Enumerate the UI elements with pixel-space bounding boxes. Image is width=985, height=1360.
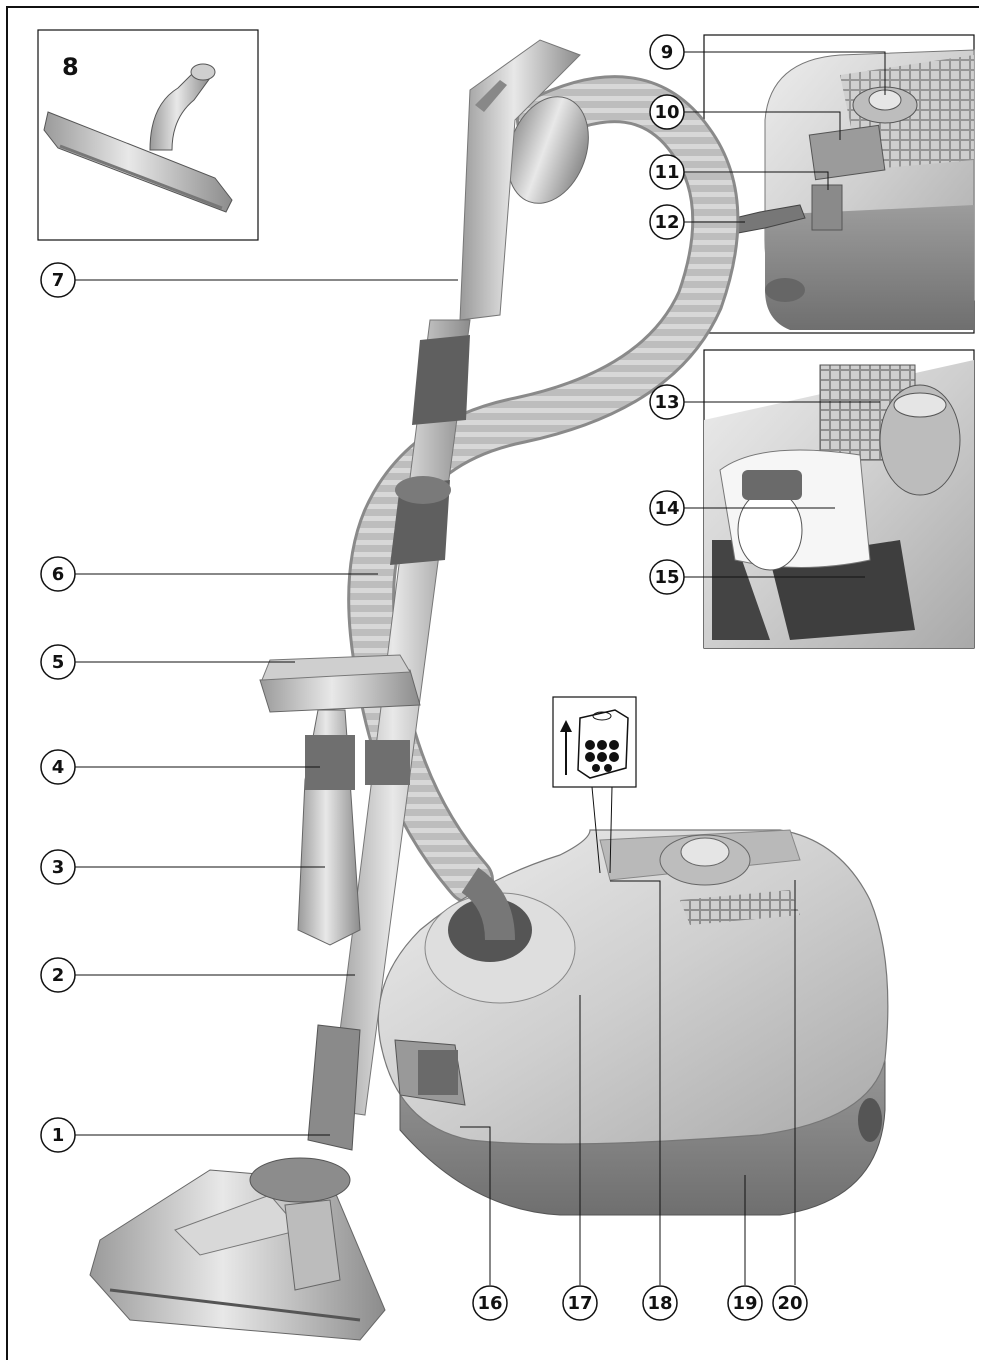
callout-4: 4 — [40, 749, 76, 785]
callout-18: 18 — [642, 1285, 678, 1321]
callout-label-14: 14 — [654, 498, 679, 519]
callout-20: 20 — [772, 1285, 808, 1321]
callout-2: 2 — [40, 957, 76, 993]
callout-label-6: 6 — [52, 564, 65, 585]
callout-1: 1 — [40, 1117, 76, 1153]
callout-16: 16 — [472, 1285, 508, 1321]
callout-9: 9 — [649, 34, 685, 70]
callout-12: 12 — [649, 204, 685, 240]
bag-full-pictogram — [552, 696, 637, 874]
callout-label-17: 17 — [567, 1293, 592, 1314]
figure-frame — [6, 6, 979, 1360]
callout-label-9: 9 — [661, 42, 674, 63]
callout-5: 5 — [40, 644, 76, 680]
callout-label-7: 7 — [52, 270, 65, 291]
callout-15: 15 — [649, 559, 685, 595]
callout-3: 3 — [40, 849, 76, 885]
inset-brush-nozzle — [37, 29, 259, 241]
callout-label-18: 18 — [647, 1293, 672, 1314]
callout-10: 10 — [649, 94, 685, 130]
accessory-holder — [259, 654, 421, 946]
inset-brush-label: 8 — [62, 53, 79, 81]
callout-label-20: 20 — [777, 1293, 802, 1314]
callout-label-19: 19 — [732, 1293, 757, 1314]
callout-19: 19 — [727, 1285, 763, 1321]
callout-14: 14 — [649, 490, 685, 526]
floor-nozzle — [89, 1157, 386, 1341]
callout-label-16: 16 — [477, 1293, 502, 1314]
callout-label-11: 11 — [654, 162, 679, 183]
callout-11: 11 — [649, 154, 685, 190]
callout-13: 13 — [649, 384, 685, 420]
callout-label-3: 3 — [52, 857, 65, 878]
callout-label-10: 10 — [654, 102, 679, 123]
callout-6: 6 — [40, 556, 76, 592]
callout-label-13: 13 — [654, 392, 679, 413]
callout-7: 7 — [40, 262, 76, 298]
leader-lines — [75, 51, 886, 1285]
telescopic-tube — [307, 39, 581, 1151]
callout-label-12: 12 — [654, 212, 679, 233]
callout-label-2: 2 — [52, 965, 65, 986]
callout-label-4: 4 — [52, 757, 65, 778]
callout-label-1: 1 — [52, 1125, 65, 1146]
callout-label-15: 15 — [654, 567, 679, 588]
vacuum-body — [377, 829, 889, 1216]
inset-bag-compartment — [703, 349, 975, 649]
callout-label-5: 5 — [52, 652, 65, 673]
inset-controls — [703, 34, 975, 334]
callout-17: 17 — [562, 1285, 598, 1321]
